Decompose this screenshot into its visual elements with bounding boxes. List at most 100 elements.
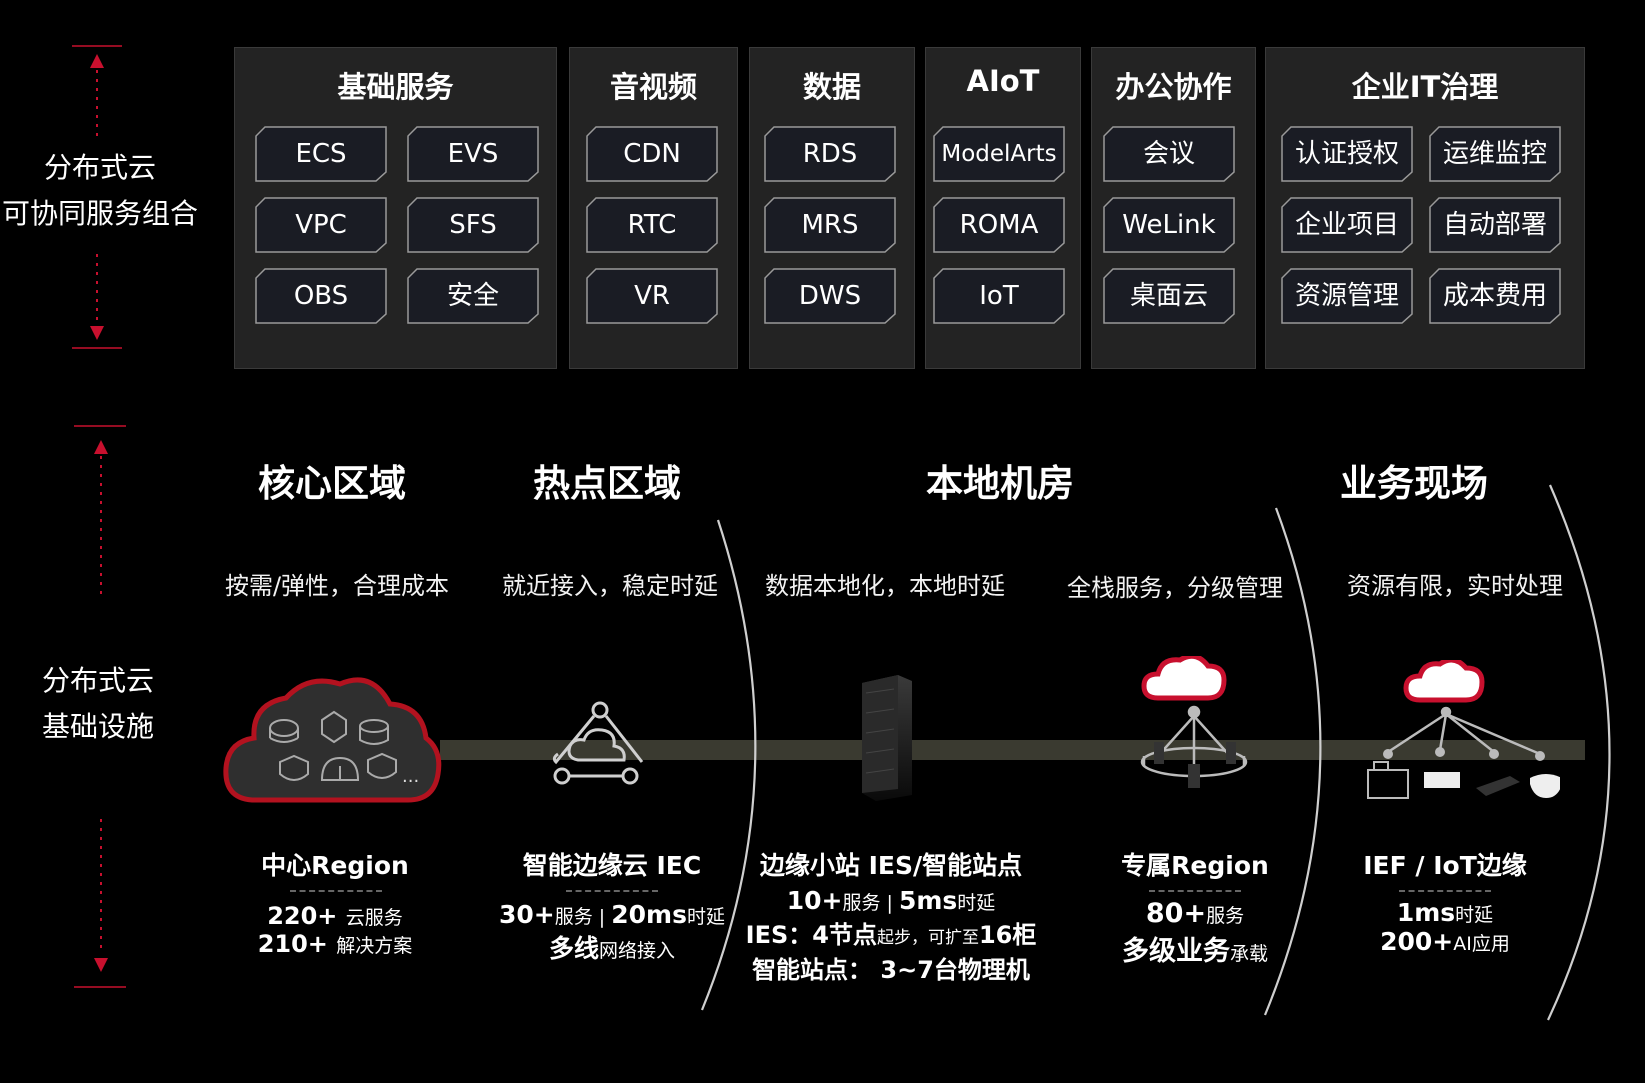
connection-band	[440, 740, 1585, 760]
chip-shape	[933, 126, 1065, 182]
service-chip[interactable]: RDS	[764, 126, 896, 182]
metric-unit: 服务	[554, 906, 593, 928]
service-chip[interactable]: SFS	[407, 197, 539, 253]
side-label-line: 分布式云	[41, 664, 154, 697]
zone-divider-arc	[1547, 484, 1611, 1021]
metric-unit: AI应用	[1453, 933, 1510, 955]
metric-unit: 解决方案	[336, 935, 413, 957]
service-chip[interactable]: DWS	[764, 268, 896, 324]
chip-shape	[255, 197, 387, 253]
metric-line: IES：4节点起步，可扩至16柜	[726, 915, 1056, 950]
service-chip[interactable]: VPC	[255, 197, 387, 253]
product-name: 专属Region	[1121, 851, 1269, 880]
service-chip[interactable]: ROMA	[933, 197, 1065, 253]
chip-label: WeLink	[1122, 210, 1216, 240]
zone-subtitle: 数据本地化，本地时延	[765, 572, 1005, 600]
service-chip[interactable]: MRS	[764, 197, 896, 253]
metric-unit: 起步，可扩至	[876, 928, 979, 948]
metric-unit: 网络接入	[599, 940, 676, 962]
chip-label: IoT	[979, 281, 1019, 311]
panel-title: 音视频	[609, 70, 697, 104]
metric-line: 多级业务承载	[1080, 929, 1310, 968]
metric-value: 220+	[267, 902, 338, 930]
service-chip[interactable]: CDN	[586, 126, 718, 182]
metric-central-region: 中心Region 220+ 云服务 210+ 解决方案	[220, 846, 450, 958]
service-chip[interactable]: EVS	[407, 126, 539, 182]
service-chip[interactable]: ModelArts	[933, 126, 1065, 182]
chip-shape	[764, 197, 896, 253]
service-chip[interactable]: 安全	[407, 268, 539, 324]
metric-unit: 承载	[1229, 943, 1268, 965]
service-chip[interactable]: 运维监控	[1429, 126, 1561, 182]
product-name: IEF / IoT边缘	[1363, 851, 1527, 880]
zone-title-core: 核心区域	[258, 462, 406, 505]
chip-shape	[407, 126, 539, 182]
service-chip[interactable]: 成本费用	[1429, 268, 1561, 324]
chip-shape	[586, 126, 718, 182]
chip-shape	[255, 268, 387, 324]
chip-shape	[1103, 268, 1235, 324]
metric-separator: |	[592, 906, 612, 928]
service-chip[interactable]: 桌面云	[1103, 268, 1235, 324]
service-chip[interactable]: 认证授权	[1281, 126, 1413, 182]
chip-label: ROMA	[959, 210, 1039, 240]
side-label-line: 基础设施	[41, 710, 154, 743]
service-chip[interactable]: RTC	[586, 197, 718, 253]
zone-subtitle: 就近接入，稳定时延	[502, 572, 718, 600]
panel-title: AIoT	[966, 64, 1040, 98]
chip-shape	[586, 268, 718, 324]
chip-label: ModelArts	[941, 141, 1057, 167]
metric-ies: 边缘小站 IES/智能站点 10+服务 | 5ms时延 IES：4节点起步，可扩…	[726, 846, 1056, 985]
chip-shape	[1429, 126, 1561, 182]
chip-label: 安全	[446, 281, 499, 311]
chip-label: 资源管理	[1294, 281, 1399, 311]
zone-title-hotspot: 热点区域	[533, 462, 681, 505]
chip-shape	[586, 197, 718, 253]
service-chip[interactable]: 自动部署	[1429, 197, 1561, 253]
service-chip[interactable]: 企业项目	[1281, 197, 1413, 253]
metric-unit: 服务	[1206, 905, 1245, 927]
chip-label: 成本费用	[1442, 281, 1547, 311]
chip-shape	[1103, 197, 1235, 253]
service-chip[interactable]: 资源管理	[1281, 268, 1413, 324]
cloud-ellipsis: ...	[402, 766, 419, 787]
metric-separator: |	[880, 892, 899, 914]
metric-value: 20ms	[611, 900, 687, 929]
chip-shape	[1281, 126, 1413, 182]
metric-value: 10+	[786, 886, 843, 915]
service-chip[interactable]: ECS	[255, 126, 387, 182]
service-chip[interactable]: WeLink	[1103, 197, 1235, 253]
zone-title-business-site: 业务现场	[1340, 462, 1488, 505]
metric-line: 200+AI应用	[1330, 927, 1560, 956]
chip-label: 企业项目	[1294, 210, 1399, 240]
chip-label: CDN	[623, 139, 681, 169]
panel-title: 数据	[802, 70, 861, 104]
chip-label: 认证授权	[1294, 139, 1399, 169]
metric-value: 16柜	[978, 921, 1037, 949]
bottom-range-marker	[74, 425, 126, 988]
metric-value: 多级业务	[1121, 936, 1230, 967]
service-chip[interactable]: IoT	[933, 268, 1065, 324]
metric-value: 多线	[548, 934, 599, 963]
chip-label: MRS	[801, 210, 859, 240]
dash-separator	[1149, 890, 1241, 892]
edge-cloud-icon	[552, 701, 644, 785]
metric-line: 30+服务 | 20ms时延	[492, 900, 732, 929]
service-chip[interactable]: 会议	[1103, 126, 1235, 182]
service-chip[interactable]: OBS	[255, 268, 387, 324]
bottom-side-label: 分布式云 基础设施	[0, 658, 196, 750]
metric-iec: 智能边缘云 IEC 30+服务 | 20ms时延 多线网络接入	[492, 846, 732, 965]
chip-label: ECS	[295, 139, 347, 169]
dedicated-region-icon	[1140, 656, 1248, 788]
zone-title-local-idc: 本地机房	[926, 462, 1074, 505]
service-chip[interactable]: VR	[586, 268, 718, 324]
dash-separator	[566, 890, 658, 892]
panel-title: 企业IT治理	[1351, 70, 1499, 104]
metric-value: 80+	[1145, 898, 1207, 929]
chip-label: RTC	[627, 210, 677, 240]
chip-shape	[407, 268, 539, 324]
chip-label: EVS	[447, 139, 499, 169]
metric-value: 1ms	[1396, 898, 1456, 927]
metric-line: 80+服务	[1080, 898, 1310, 929]
